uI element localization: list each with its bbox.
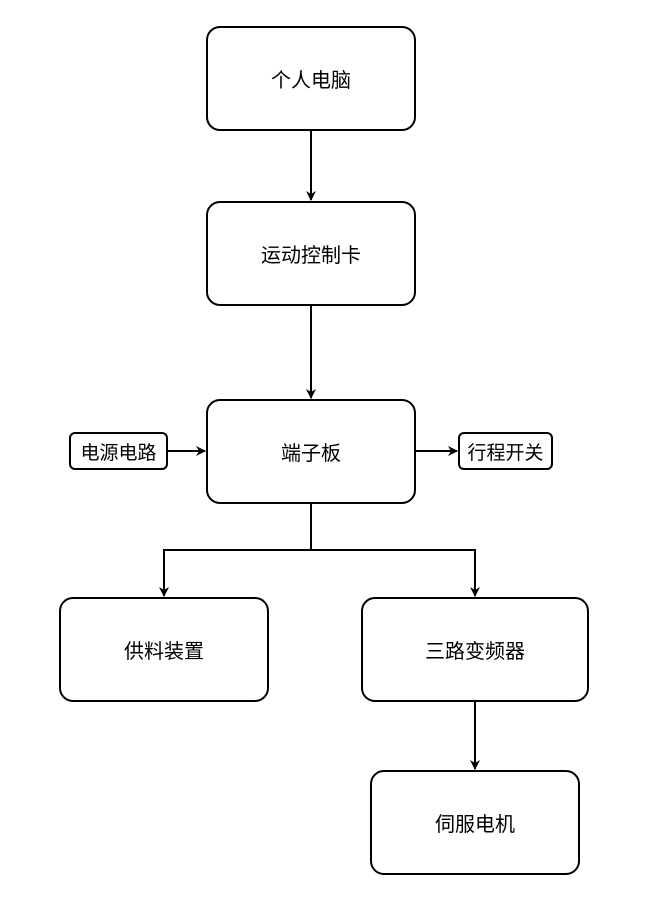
node-motion-card: 运动控制卡 [206, 201, 416, 306]
node-limit-switch-label: 行程开关 [467, 441, 544, 464]
node-power-circuit: 电源电路 [69, 432, 168, 470]
node-terminal-board-label: 端子板 [281, 441, 341, 465]
edge-terminal-board-to-inverter [311, 549, 480, 597]
edge-terminal-board-to-feeder [159, 504, 312, 597]
node-limit-switch: 行程开关 [458, 432, 553, 470]
node-motion-card-label: 运动控制卡 [261, 243, 361, 267]
node-servo-motor-label: 伺服电机 [435, 812, 515, 836]
node-feeder-label: 供料装置 [124, 639, 204, 663]
node-terminal-board: 端子板 [206, 399, 416, 504]
node-power-circuit-label: 电源电路 [80, 441, 157, 464]
node-servo-motor: 伺服电机 [370, 770, 580, 875]
node-feeder: 供料装置 [59, 597, 269, 702]
node-pc-label: 个人电脑 [271, 68, 351, 92]
node-inverter: 三路变频器 [361, 597, 589, 702]
node-inverter-label: 三路变频器 [425, 639, 525, 663]
node-pc: 个人电脑 [206, 26, 416, 131]
